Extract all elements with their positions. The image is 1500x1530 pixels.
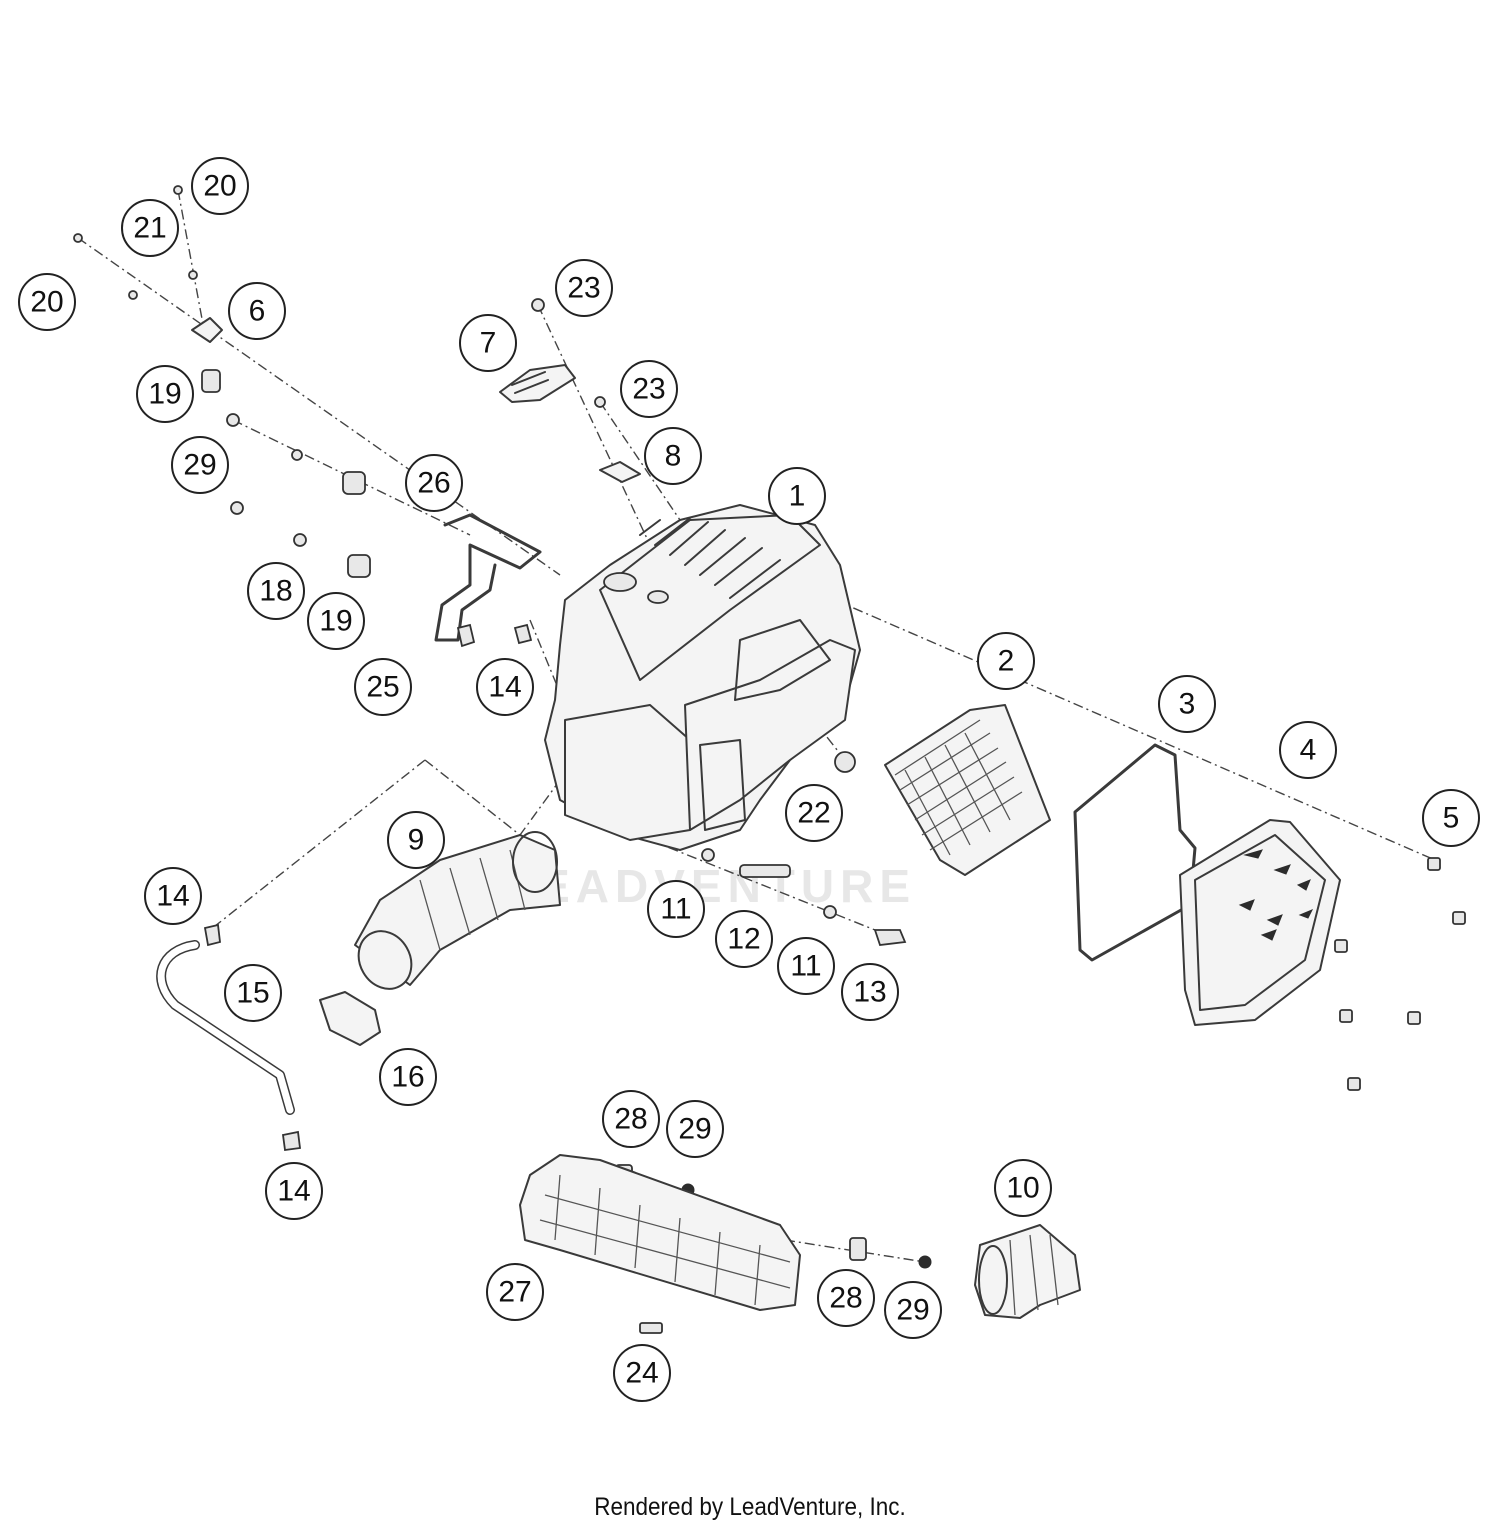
callout-21: 21	[121, 199, 179, 257]
svg-text:22: 22	[797, 797, 830, 830]
svg-text:9: 9	[408, 824, 425, 857]
callout-1: 1	[768, 467, 826, 525]
callout-20-left: 20	[18, 273, 76, 331]
airbox-cover	[1179, 819, 1341, 1026]
callout-23-top: 23	[555, 259, 613, 317]
svg-text:2: 2	[998, 645, 1015, 678]
callout-14-bottom: 14	[265, 1162, 323, 1220]
callout-11-right: 11	[777, 937, 835, 995]
svg-text:24: 24	[625, 1357, 658, 1390]
svg-text:14: 14	[277, 1175, 310, 1208]
svg-text:12: 12	[727, 923, 760, 956]
callout-12: 12	[715, 910, 773, 968]
callout-9: 9	[387, 811, 445, 869]
callout-10: 10	[994, 1159, 1052, 1217]
svg-text:16: 16	[391, 1061, 424, 1094]
callout-8: 8	[644, 427, 702, 485]
svg-text:19: 19	[319, 605, 352, 638]
svg-text:11: 11	[790, 950, 821, 983]
throttle-boot	[974, 1224, 1081, 1319]
callout-13: 13	[841, 963, 899, 1021]
svg-text:15: 15	[236, 977, 269, 1010]
svg-text:26: 26	[417, 467, 450, 500]
svg-text:23: 23	[632, 373, 665, 406]
callout-29-top: 29	[171, 436, 229, 494]
callout-22: 22	[785, 784, 843, 842]
callout-5: 5	[1422, 789, 1480, 847]
svg-text:8: 8	[665, 440, 682, 473]
svg-text:28: 28	[614, 1103, 647, 1136]
svg-text:5: 5	[1443, 802, 1460, 835]
svg-text:3: 3	[1179, 688, 1196, 721]
callout-14-left: 14	[144, 867, 202, 925]
small-hardware	[73, 185, 932, 1334]
footer-credit: Rendered by LeadVenture, Inc.	[594, 1493, 906, 1521]
svg-text:25: 25	[366, 671, 399, 704]
callout-29-upper: 29	[666, 1100, 724, 1158]
clamp-bracket	[319, 991, 381, 1046]
leader-lines	[77, 189, 1436, 1263]
svg-text:13: 13	[853, 976, 886, 1009]
svg-text:29: 29	[183, 449, 216, 482]
intake-snorkel	[519, 1154, 801, 1311]
callout-3: 3	[1158, 675, 1216, 733]
svg-text:7: 7	[480, 327, 497, 360]
svg-text:21: 21	[133, 212, 166, 245]
svg-text:11: 11	[660, 893, 691, 926]
callout-18: 18	[247, 562, 305, 620]
svg-text:27: 27	[498, 1276, 531, 1309]
callout-7: 7	[459, 314, 517, 372]
svg-text:6: 6	[249, 295, 266, 328]
callout-14-mid: 14	[476, 658, 534, 716]
svg-text:29: 29	[896, 1294, 929, 1327]
drain-hose	[156, 923, 302, 1152]
callout-19-top: 19	[136, 365, 194, 423]
callout-4: 4	[1279, 721, 1337, 779]
callout-2: 2	[977, 632, 1035, 690]
svg-text:23: 23	[567, 272, 600, 305]
sensor-brackets	[191, 317, 641, 483]
svg-text:1: 1	[789, 480, 806, 513]
air-filter-element	[884, 704, 1051, 876]
callout-29-bottom: 29	[884, 1281, 942, 1339]
callout-28-bottom: 28	[817, 1269, 875, 1327]
svg-text:14: 14	[488, 671, 521, 704]
breather-hose	[434, 513, 542, 648]
svg-text:28: 28	[829, 1282, 862, 1315]
callout-20-top: 20	[191, 157, 249, 215]
airbox-housing	[544, 504, 861, 851]
svg-text:18: 18	[259, 575, 292, 608]
svg-text:19: 19	[148, 378, 181, 411]
callout-28-top: 28	[602, 1090, 660, 1148]
svg-text:29: 29	[678, 1113, 711, 1146]
svg-text:10: 10	[1006, 1172, 1039, 1205]
gasket-seal	[1073, 743, 1197, 962]
svg-text:20: 20	[30, 286, 63, 319]
callout-25: 25	[354, 658, 412, 716]
svg-text:4: 4	[1300, 734, 1317, 767]
callout-26: 26	[405, 454, 463, 512]
callout-16: 16	[379, 1048, 437, 1106]
callout-15: 15	[224, 964, 282, 1022]
callout-23-mid: 23	[620, 360, 678, 418]
callouts: 20 21 20 6 19 29 18 19 25 26 14 7 23 23 …	[18, 157, 1480, 1402]
callout-24: 24	[613, 1344, 671, 1402]
cover-screws	[1334, 857, 1466, 1091]
svg-text:20: 20	[203, 170, 236, 203]
svg-text:14: 14	[156, 880, 189, 913]
callout-19-mid: 19	[307, 592, 365, 650]
watermark-text: LEADVENTURE	[505, 860, 916, 912]
callout-11-left: 11	[647, 880, 705, 938]
intake-boot	[354, 831, 561, 990]
callout-6: 6	[228, 282, 286, 340]
callout-27: 27	[486, 1263, 544, 1321]
